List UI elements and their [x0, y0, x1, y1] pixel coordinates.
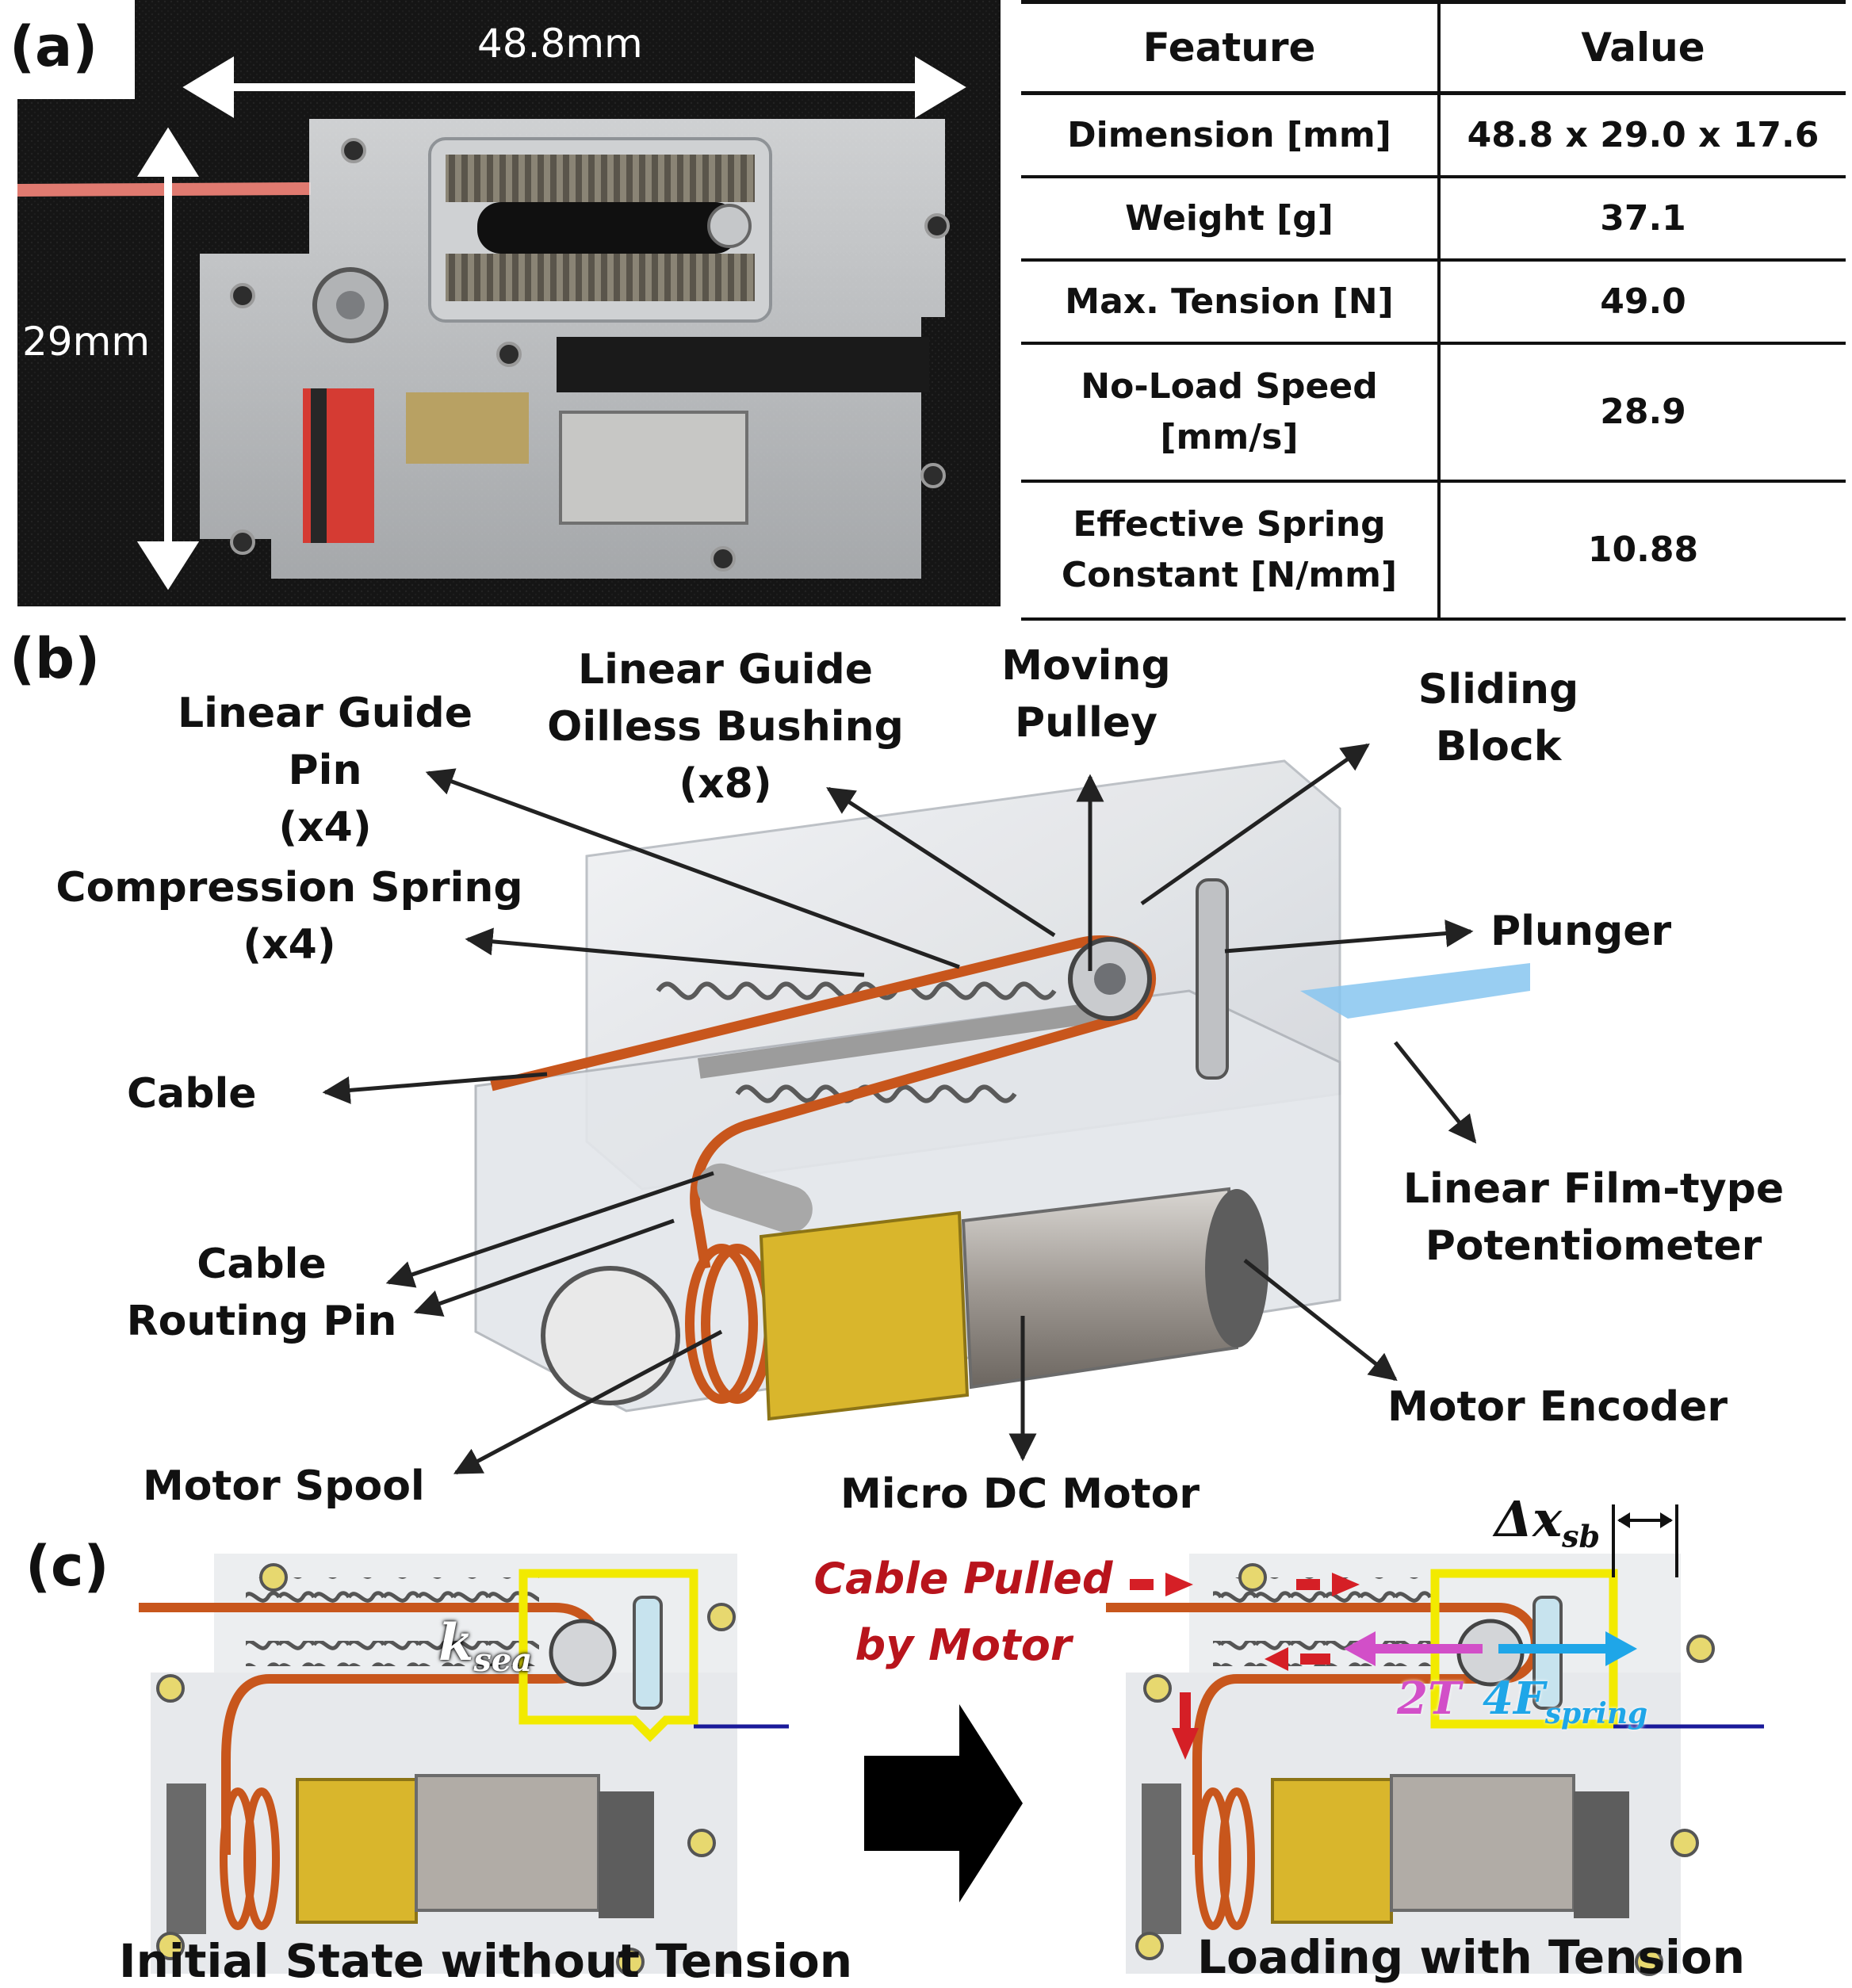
motor-body-shape	[961, 1187, 1239, 1390]
callout-spool: Motor Spool	[143, 1462, 425, 1510]
gearbox-shape	[759, 1210, 970, 1421]
k-sea-symbol: ksea	[438, 1613, 533, 1679]
height-dimension-label: 29mm	[22, 319, 151, 365]
panel-a-label: (a)	[10, 14, 98, 79]
width-dimension-label: 48.8mm	[477, 21, 643, 67]
device-photo: 48.8mm 29mm	[17, 0, 1001, 606]
delta-x-symbol: Δxsb	[1494, 1490, 1601, 1554]
pull-arrows	[1130, 1573, 1360, 1760]
transition-arrow	[864, 1704, 1023, 1902]
loaded-state-drawing	[1106, 1504, 1764, 1976]
spec-table: Feature Value Dimension [mm] 48.8 x 29.0…	[1021, 0, 1846, 621]
table-header-feature: Feature	[1021, 0, 1441, 95]
dimension-arrows	[136, 56, 966, 591]
feature-cell: Dimension [mm]	[1021, 93, 1441, 178]
spring-force-symbol: 4Fspring	[1483, 1673, 1648, 1731]
table-header-value: Value	[1439, 0, 1846, 95]
table-row: Max. Tension [N] 49.0	[1021, 260, 1846, 345]
panel-a-label-bg	[0, 0, 135, 99]
value-cell: 48.8 x 29.0 x 17.6	[1439, 93, 1846, 178]
value-cell: 37.1	[1439, 177, 1846, 262]
operation-diagram	[139, 1504, 1764, 1976]
value-cell: 28.9	[1439, 343, 1846, 483]
feature-cell: Weight [g]	[1021, 177, 1441, 262]
potentiometer-film	[1300, 963, 1530, 1019]
table-row: No-Load Speed[mm/s] 28.9	[1021, 343, 1846, 483]
table-row: Weight [g] 37.1	[1021, 177, 1846, 262]
tension-symbol: 2T	[1397, 1673, 1461, 1725]
feature-cell: No-Load Speed[mm/s]	[1021, 343, 1441, 483]
callout-guide-pin: Linear Guide Pin(x4)	[177, 690, 473, 851]
callout-spring: Compression Spring(x4)	[55, 864, 523, 969]
panel-b-label: (b)	[10, 626, 101, 691]
table-row: Dimension [mm] 48.8 x 29.0 x 17.6	[1021, 93, 1846, 178]
callout-encoder: Motor Encoder	[1387, 1383, 1728, 1431]
panel-c-label: (c)	[25, 1534, 109, 1599]
initial-state-caption: Initial State without Tension	[119, 1934, 853, 1988]
value-cell: 49.0	[1439, 260, 1846, 345]
leader-arrows	[322, 743, 1477, 1475]
initial-state-drawing	[139, 1554, 789, 1976]
loaded-state-caption: Loading with Tension	[1197, 1930, 1746, 1984]
feature-cell: Max. Tension [N]	[1021, 260, 1441, 345]
callout-plunger: Plunger	[1490, 908, 1672, 955]
actuator-cad-render	[322, 743, 1530, 1475]
callout-cable: Cable	[127, 1070, 257, 1118]
value-cell: 10.88	[1439, 481, 1846, 621]
device-photo-drawing	[17, 0, 1001, 606]
callout-motor: Micro DC Motor	[840, 1470, 1200, 1518]
